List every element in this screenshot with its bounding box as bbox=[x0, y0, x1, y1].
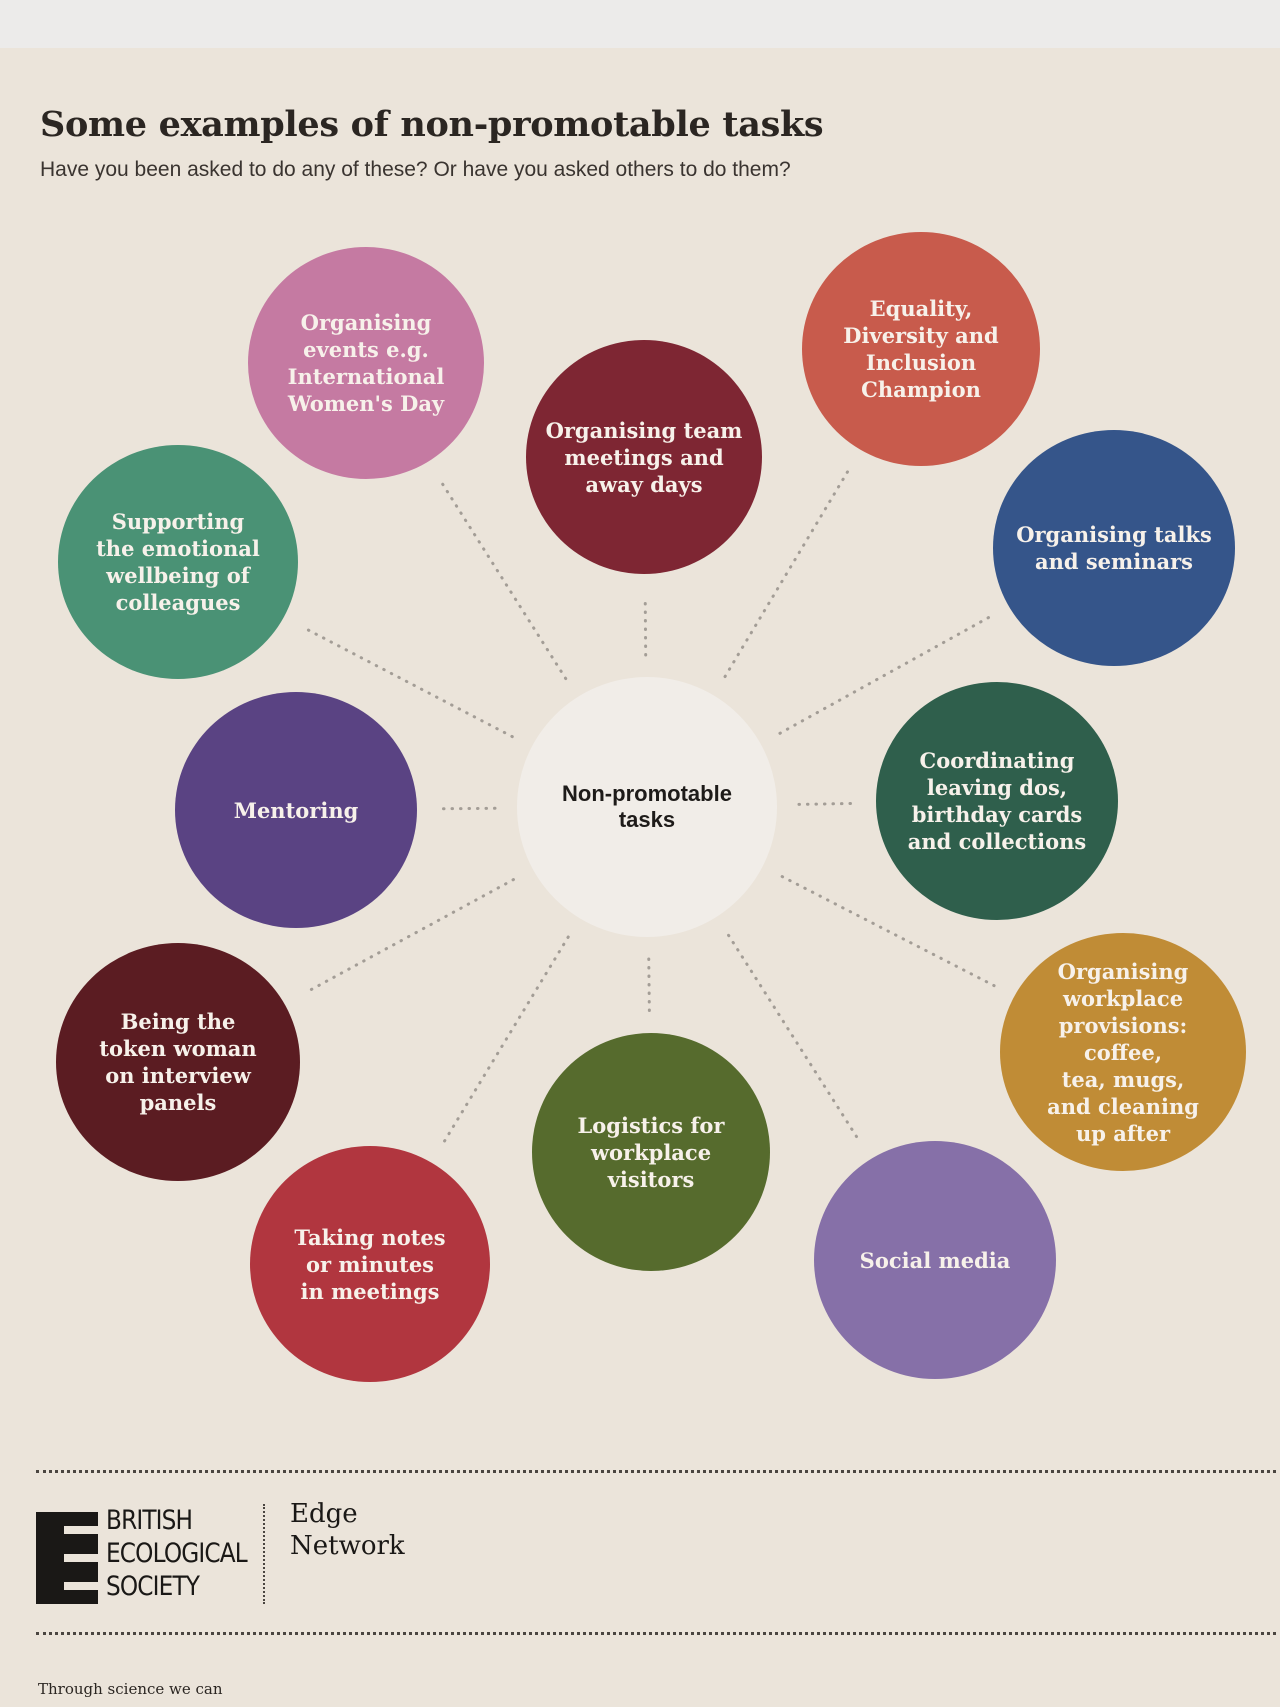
task-label: Organising talks and seminars bbox=[1016, 522, 1212, 574]
connector-line bbox=[302, 626, 514, 739]
task-label: Organising events e.g. International Wom… bbox=[287, 310, 445, 416]
task-label: Organising team meetings and away days bbox=[545, 417, 743, 497]
page-subtitle: Have you been asked to do any of these? … bbox=[40, 158, 791, 181]
connector-line bbox=[723, 468, 851, 679]
task-bubble-organising-events: Organising events e.g. International Wom… bbox=[248, 247, 484, 479]
connector-line bbox=[780, 875, 996, 988]
logo-divider bbox=[263, 1504, 265, 1604]
connector-line bbox=[778, 615, 991, 735]
task-label: Social media bbox=[859, 1247, 1011, 1273]
task-bubble-talks-seminars: Organising talks and seminars bbox=[993, 430, 1235, 666]
center-bubble: Non-promotable tasks bbox=[517, 677, 777, 937]
connector-line bbox=[442, 935, 570, 1145]
task-bubble-coordinating-leaving: Coordinating leaving dos, birthday cards… bbox=[876, 682, 1118, 920]
connector-line bbox=[439, 479, 568, 681]
page-title: Some examples of non-promotable tasks bbox=[40, 104, 824, 145]
footer-tagline: Through science we can bbox=[38, 1680, 223, 1698]
task-bubble-mentoring: Mentoring bbox=[175, 692, 417, 928]
edge-network-label: Edge Network bbox=[290, 1499, 405, 1561]
task-label: Equality, Diversity and Inclusion Champi… bbox=[843, 296, 999, 402]
task-bubble-team-meetings: Organising team meetings and away days bbox=[526, 340, 762, 574]
footer-divider-top bbox=[36, 1470, 1276, 1473]
connector-line bbox=[303, 878, 515, 995]
footer-divider-bottom bbox=[36, 1632, 1276, 1635]
task-label: Mentoring bbox=[233, 797, 359, 823]
task-bubble-workplace-provisions: Organising workplace provisions: coffee,… bbox=[1000, 933, 1246, 1171]
center-label: Non-promotable tasks bbox=[562, 781, 732, 832]
task-bubble-emotional-wellbeing: Supporting the emotional wellbeing of co… bbox=[58, 445, 298, 679]
task-bubble-social-media: Social media bbox=[814, 1141, 1056, 1379]
task-bubble-taking-notes: Taking notes or minutes in meetings bbox=[250, 1146, 490, 1382]
task-label: Coordinating leaving dos, birthday cards… bbox=[907, 748, 1087, 854]
task-bubble-logistics-visitors: Logistics for workplace visitors bbox=[532, 1033, 770, 1271]
connector-line bbox=[647, 957, 651, 1013]
task-label: Being the token woman on interview panel… bbox=[99, 1009, 257, 1115]
task-bubble-token-woman: Being the token woman on interview panel… bbox=[56, 943, 300, 1181]
task-label: Organising workplace provisions: coffee,… bbox=[1047, 958, 1199, 1146]
connector-line bbox=[727, 933, 860, 1141]
task-label: Taking notes or minutes in meetings bbox=[294, 1224, 446, 1304]
task-label: Supporting the emotional wellbeing of co… bbox=[96, 509, 260, 615]
logo-wordmark: BRITISH ECOLOGICAL SOCIETY bbox=[106, 1505, 248, 1602]
connector-line bbox=[797, 801, 856, 806]
british-ecological-society-logo-icon bbox=[36, 1512, 98, 1604]
task-label: Logistics for workplace visitors bbox=[577, 1112, 725, 1192]
task-bubble-edi-champion: Equality, Diversity and Inclusion Champi… bbox=[802, 232, 1040, 466]
